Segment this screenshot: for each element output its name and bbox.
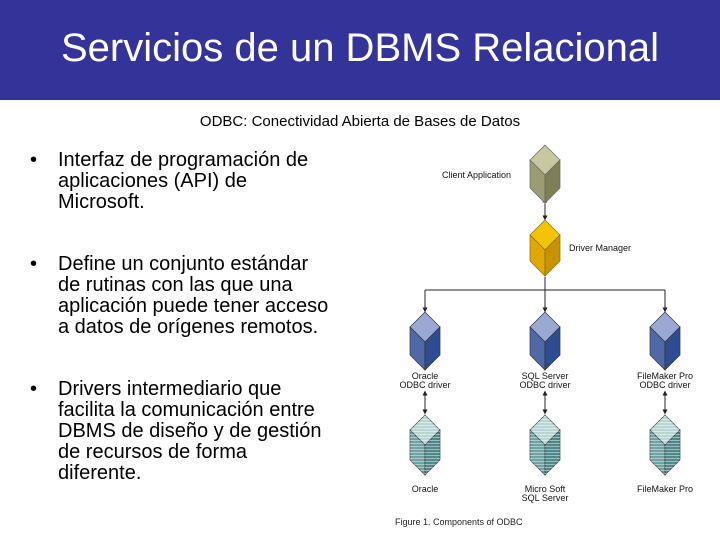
odbc-components-diagram: Client Application Driver Manager Oracle… xyxy=(380,140,720,535)
bullet-line: Interfaz de programación de xyxy=(58,149,309,171)
page-title: Servicios de un DBMS Relacional xyxy=(60,26,660,70)
sqlserver-driver-label-line1: SQL Server xyxy=(521,371,569,381)
bullet-line: a datos de orígenes remotos. xyxy=(58,316,319,338)
bullet-line: Drivers intermediario que xyxy=(58,378,282,400)
sqlserver-database-label-line2: SQL Server xyxy=(521,493,569,503)
figure-caption: Figure 1. Components of ODBC xyxy=(395,517,523,527)
oracle-database-cube xyxy=(409,414,441,476)
bullet-line: diferente. xyxy=(58,462,142,484)
sqlserver-driver-cube xyxy=(529,311,561,371)
title-bar: Servicios de un DBMS Relacional xyxy=(0,0,720,100)
sqlserver-database-cube xyxy=(529,414,561,476)
bullet-line: de recursos de forma xyxy=(58,441,247,463)
oracle-driver-label-line1: Oracle xyxy=(411,371,439,381)
client-application-label: Client Application xyxy=(442,170,512,180)
diagram-canvas xyxy=(409,144,681,476)
client-application-cube xyxy=(529,144,561,204)
bullet-line: aplicaciones (API) de xyxy=(58,170,247,192)
filemaker-database-label: FileMaker Pro xyxy=(636,484,693,494)
filemaker-driver-label-line1: FileMaker Pro xyxy=(636,371,693,381)
oracle-driver-cube xyxy=(409,311,441,371)
filemaker-driver-label-line2: ODBC driver xyxy=(639,380,691,390)
bullet-line: DBMS de diseño y de gestión xyxy=(58,420,322,442)
bullet-marker: • xyxy=(30,378,38,400)
filemaker-driver-cube xyxy=(649,311,681,371)
filemaker-database-cube xyxy=(649,414,681,476)
subtitle: ODBC: Conectividad Abierta de Bases de D… xyxy=(199,113,521,130)
bullet-marker: • xyxy=(30,253,38,275)
bullet-line: facilita la comunicación entre xyxy=(58,399,315,421)
sqlserver-database-label-line1: Micro Soft xyxy=(524,484,566,494)
oracle-database-label: Oracle xyxy=(411,484,439,494)
bullet-line: Microsoft. xyxy=(58,191,145,213)
bullet-marker: • xyxy=(30,149,38,171)
sqlserver-driver-label-line2: ODBC driver xyxy=(519,380,571,390)
bullet-line: aplicación puede tener acceso xyxy=(58,295,329,317)
oracle-driver-label-line2: ODBC driver xyxy=(399,380,451,390)
driver-manager-label: Driver Manager xyxy=(569,243,632,253)
bullet-line: Define un conjunto estándar xyxy=(58,253,309,275)
driver-manager-cube xyxy=(529,219,561,277)
bullet-line: de rutinas con las que una xyxy=(58,274,293,296)
